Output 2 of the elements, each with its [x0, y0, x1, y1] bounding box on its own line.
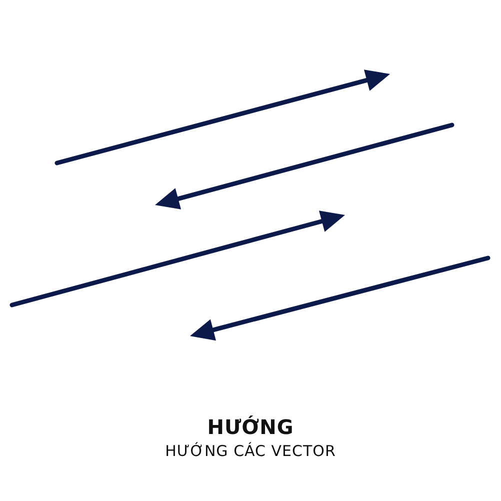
caption: HƯỚNG CÁC VECTOR — [164, 442, 337, 460]
title: HƯỚNG — [206, 415, 295, 439]
